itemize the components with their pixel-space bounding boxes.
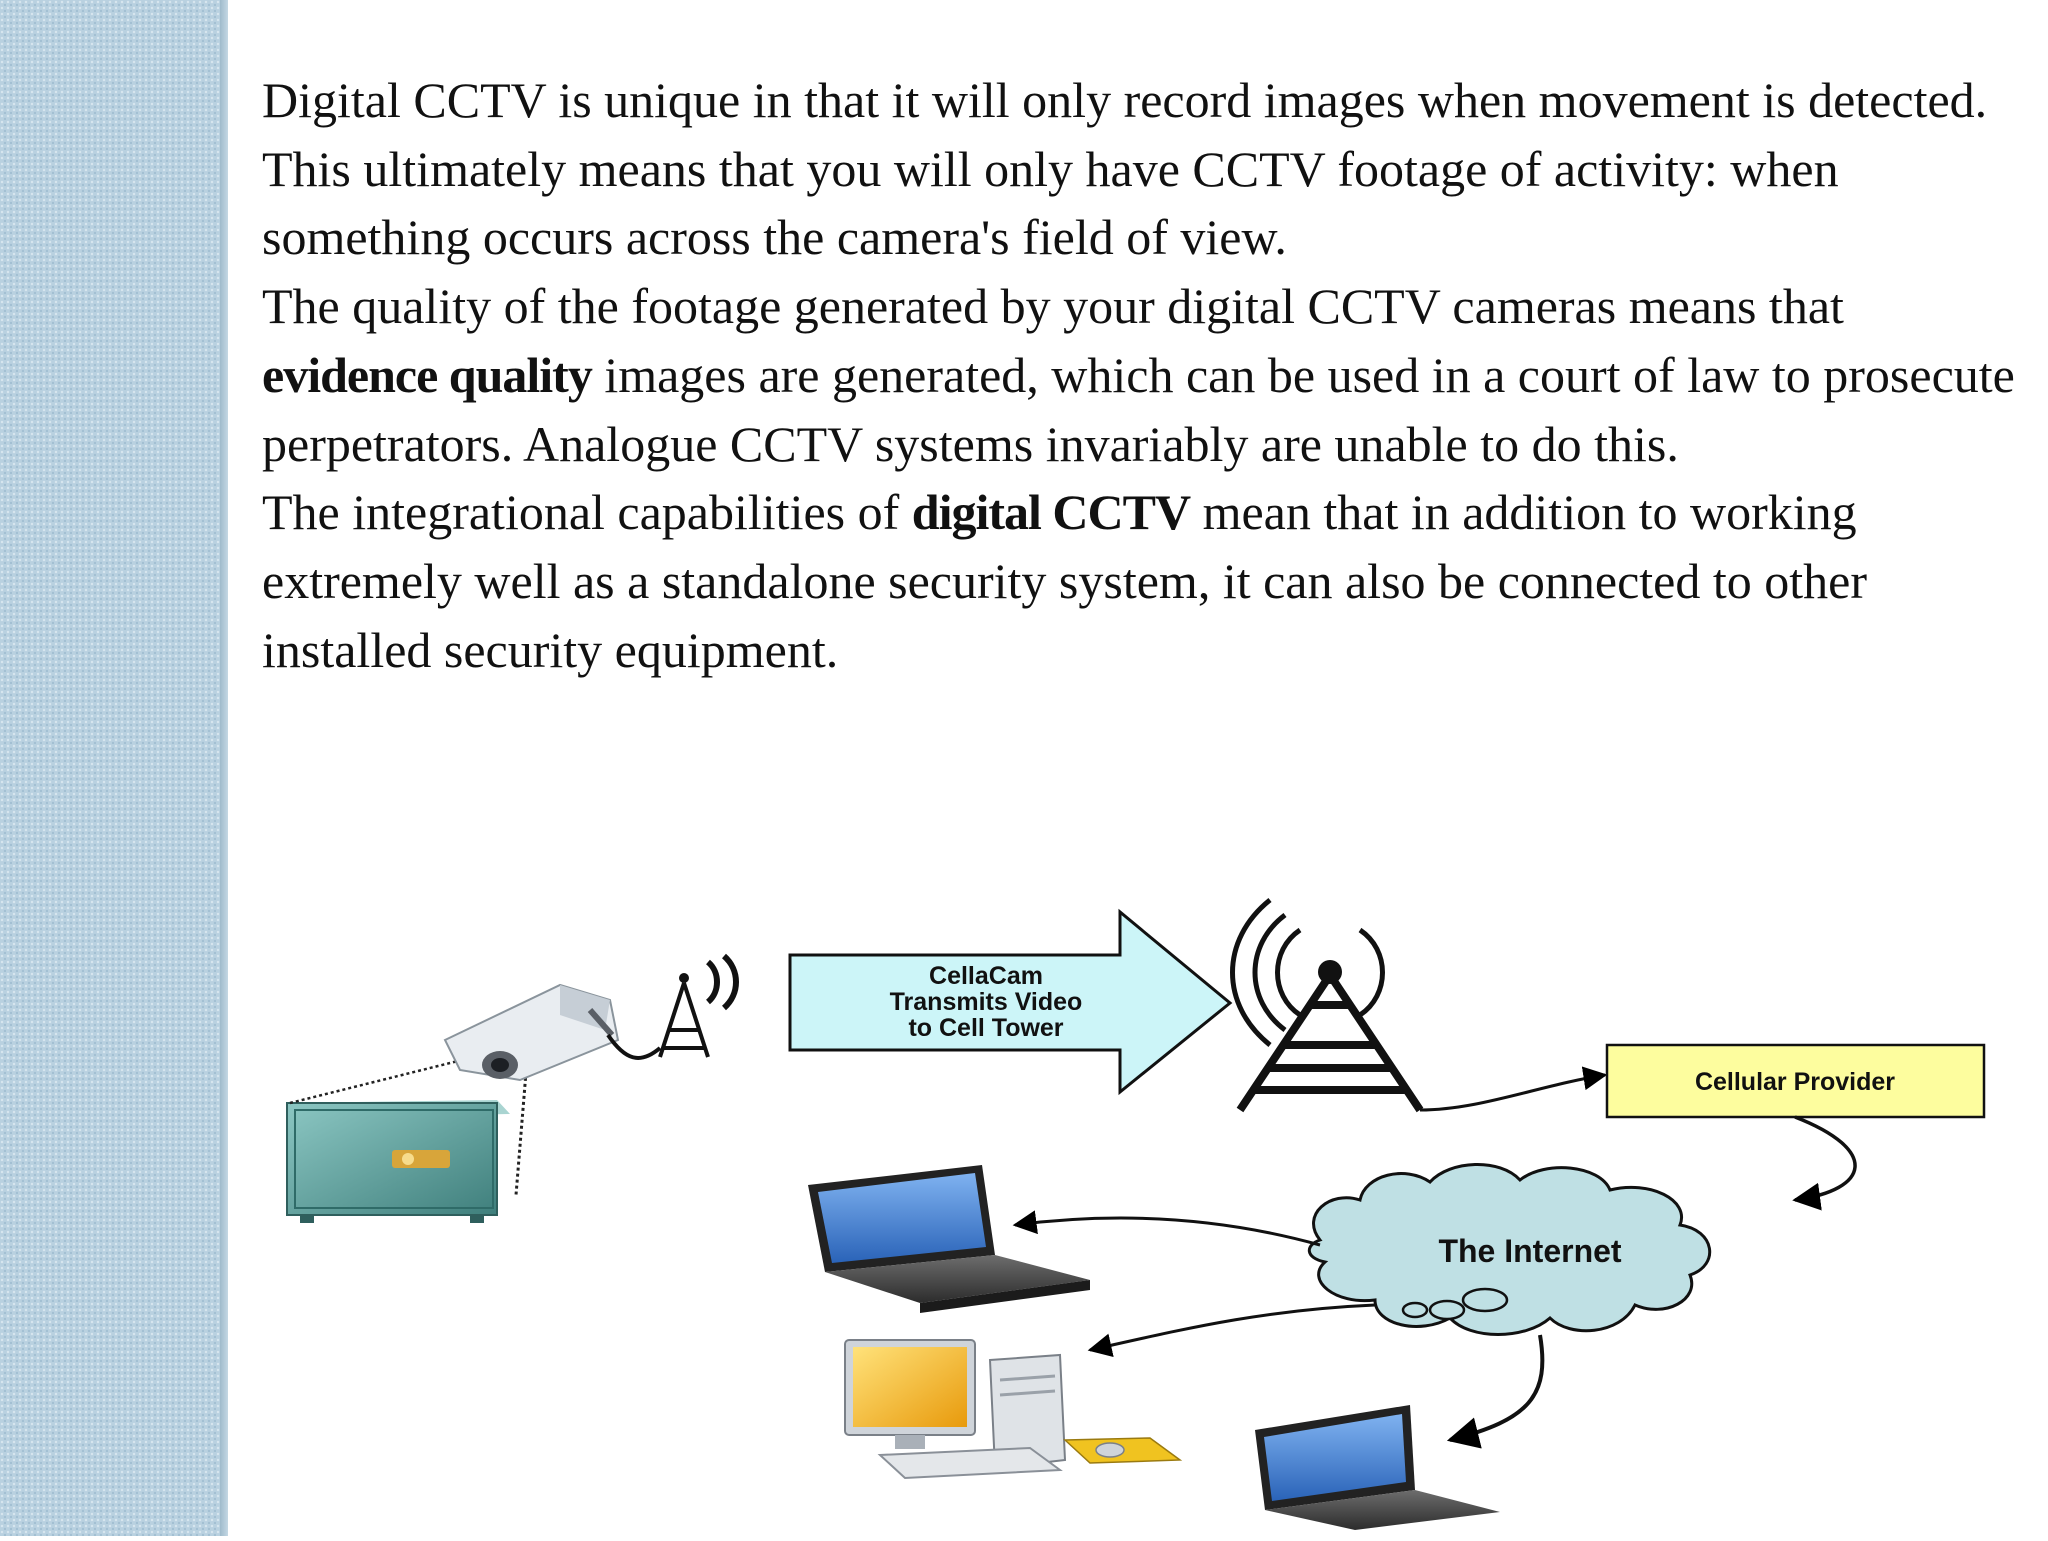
provider-to-internet-arrow bbox=[1792, 1115, 1857, 1211]
side-band-edge bbox=[220, 0, 228, 1536]
laptop-2-icon bbox=[1255, 1405, 1500, 1530]
tower-to-provider-arrow bbox=[1419, 1066, 1608, 1112]
camera-view-line-vertical bbox=[514, 1059, 529, 1196]
paragraph-3-text-end: mean that in addition to working extreme… bbox=[262, 484, 1868, 678]
provider-label: Cellular Provider bbox=[1695, 1068, 1895, 1096]
security-camera-icon bbox=[443, 983, 662, 1082]
paragraph-2-text-start: The quality of the footage generated by … bbox=[262, 278, 1844, 335]
paragraph-2: The quality of the footage generated by … bbox=[262, 272, 2022, 478]
desktop-computer-icon bbox=[844, 1339, 1183, 1480]
slide-body-text: Digital CCTV is unique in that it will o… bbox=[262, 66, 2022, 684]
cctv-network-diagram: CellaCam Transmits Video to Cell Tower C… bbox=[270, 880, 2030, 1536]
arrow-label-line-1: CellaCam bbox=[929, 962, 1043, 990]
internet-to-laptop-2-arrow bbox=[1446, 1334, 1545, 1449]
internet-to-desktop-arrow bbox=[1087, 1303, 1376, 1358]
camera-view-line-top bbox=[289, 1056, 471, 1105]
cloud-label: The Internet bbox=[1438, 1233, 1621, 1269]
transmit-arrow: CellaCam Transmits Video to Cell Tower bbox=[788, 908, 1233, 1096]
paragraph-1: Digital CCTV is unique in that it will o… bbox=[262, 66, 2022, 272]
arrow-label-line-3: to Cell Tower bbox=[908, 1014, 1063, 1042]
safe-icon bbox=[286, 1100, 510, 1223]
paragraph-2-emphasis: evidence quality bbox=[262, 346, 593, 403]
paragraph-3: The integrational capabilities of digita… bbox=[262, 478, 2022, 684]
internet-to-laptop-arrow bbox=[1012, 1210, 1321, 1247]
internet-cloud: The Internet bbox=[1307, 1163, 1712, 1336]
paragraph-2-text-end: images are generated, which can be used … bbox=[262, 346, 2015, 472]
paragraph-3-text-start: The integrational capabilities of bbox=[262, 484, 912, 541]
cell-tower-icon bbox=[1230, 898, 1424, 1113]
small-antenna-icon bbox=[658, 953, 739, 1058]
laptop-icon bbox=[808, 1165, 1090, 1313]
paragraph-3-emphasis: digital CCTV bbox=[911, 484, 1191, 541]
cellular-provider-box: Cellular Provider bbox=[1605, 1043, 1986, 1119]
decorative-side-band bbox=[0, 0, 228, 1536]
arrow-label-line-2: Transmits Video bbox=[890, 988, 1083, 1016]
paragraph-1-text: Digital CCTV is unique in that it will o… bbox=[262, 72, 1988, 266]
